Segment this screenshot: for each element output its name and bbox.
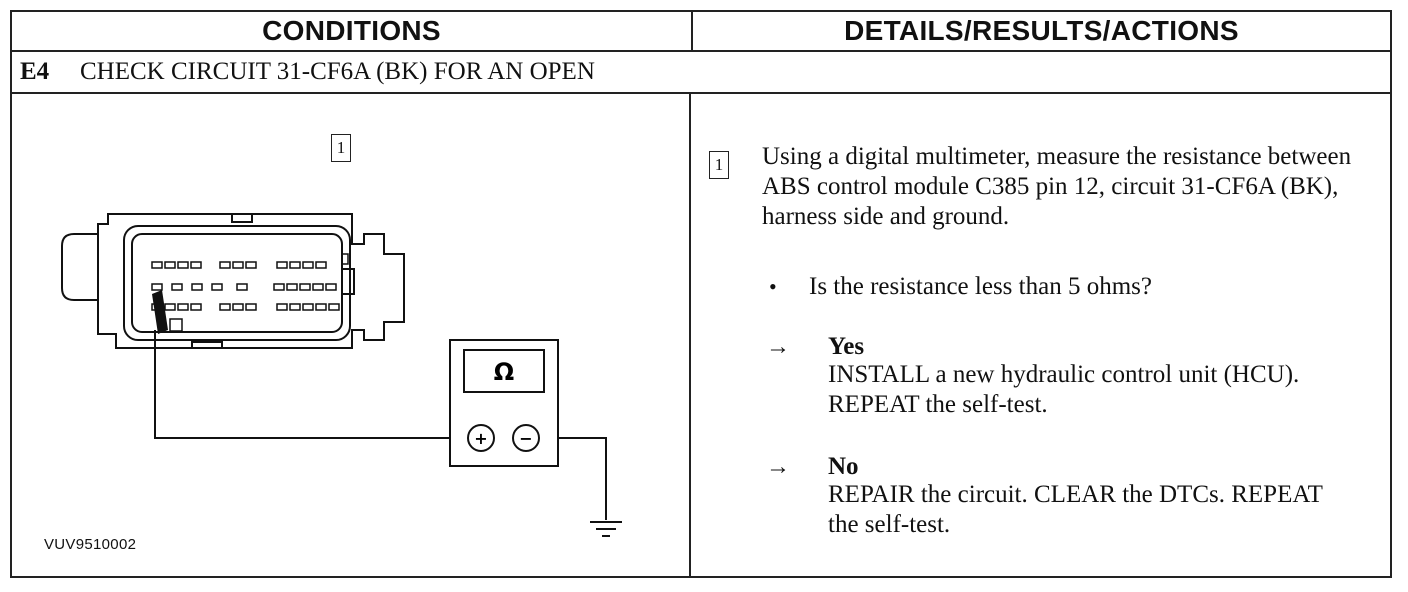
connector-pins bbox=[151, 253, 349, 332]
step-row: E4 CHECK CIRCUIT 31-CF6A (BK) FOR AN OPE… bbox=[12, 52, 1390, 94]
diagnostic-table: CONDITIONS DETAILS/RESULTS/ACTIONS E4 CH… bbox=[10, 10, 1392, 578]
ohm-symbol: Ω bbox=[494, 358, 514, 386]
yes-arrow-icon: → bbox=[766, 334, 790, 360]
step-title: CHECK CIRCUIT 31-CF6A (BK) FOR AN OPEN bbox=[80, 58, 595, 85]
step-id: E4 bbox=[20, 58, 50, 85]
minus-terminal bbox=[512, 424, 540, 452]
table-header: CONDITIONS DETAILS/RESULTS/ACTIONS bbox=[12, 12, 1390, 52]
column-divider bbox=[689, 94, 691, 578]
test-leads bbox=[154, 330, 607, 520]
conditions-cell: 1 bbox=[12, 94, 689, 578]
plus-terminal bbox=[467, 424, 495, 452]
no-action-text: REPAIR the circuit. CLEAR the DTCs. REPE… bbox=[828, 481, 1323, 538]
minus-sign: − bbox=[519, 429, 532, 448]
probe-icon bbox=[152, 290, 168, 334]
circuit-diagram: Ω + − bbox=[61, 213, 622, 537]
yes-action-text: INSTALL a new hydraulic control unit (HC… bbox=[828, 361, 1300, 418]
figure-id: VUV9510002 bbox=[44, 536, 137, 553]
plus-sign: + bbox=[474, 429, 487, 448]
conditions-header: CONDITIONS bbox=[12, 12, 693, 50]
step-callout-box: 1 bbox=[709, 151, 729, 179]
no-arrow-icon: → bbox=[766, 454, 790, 480]
bullet-icon: • bbox=[769, 274, 777, 299]
details-cell: 1 Using a digital multimeter, measure th… bbox=[691, 94, 1390, 578]
yes-label: Yes bbox=[828, 333, 865, 360]
no-label: No bbox=[828, 453, 859, 480]
connector-icon bbox=[61, 213, 405, 349]
details-header: DETAILS/RESULTS/ACTIONS bbox=[844, 15, 1239, 46]
figure-callout-box: 1 bbox=[331, 134, 351, 162]
question-text: Is the resistance less than 5 ohms? bbox=[809, 273, 1152, 300]
ground-icon bbox=[590, 521, 622, 537]
multimeter-icon: Ω + − bbox=[449, 339, 559, 467]
instruction-text: Using a digital multimeter, measure the … bbox=[762, 143, 1352, 230]
